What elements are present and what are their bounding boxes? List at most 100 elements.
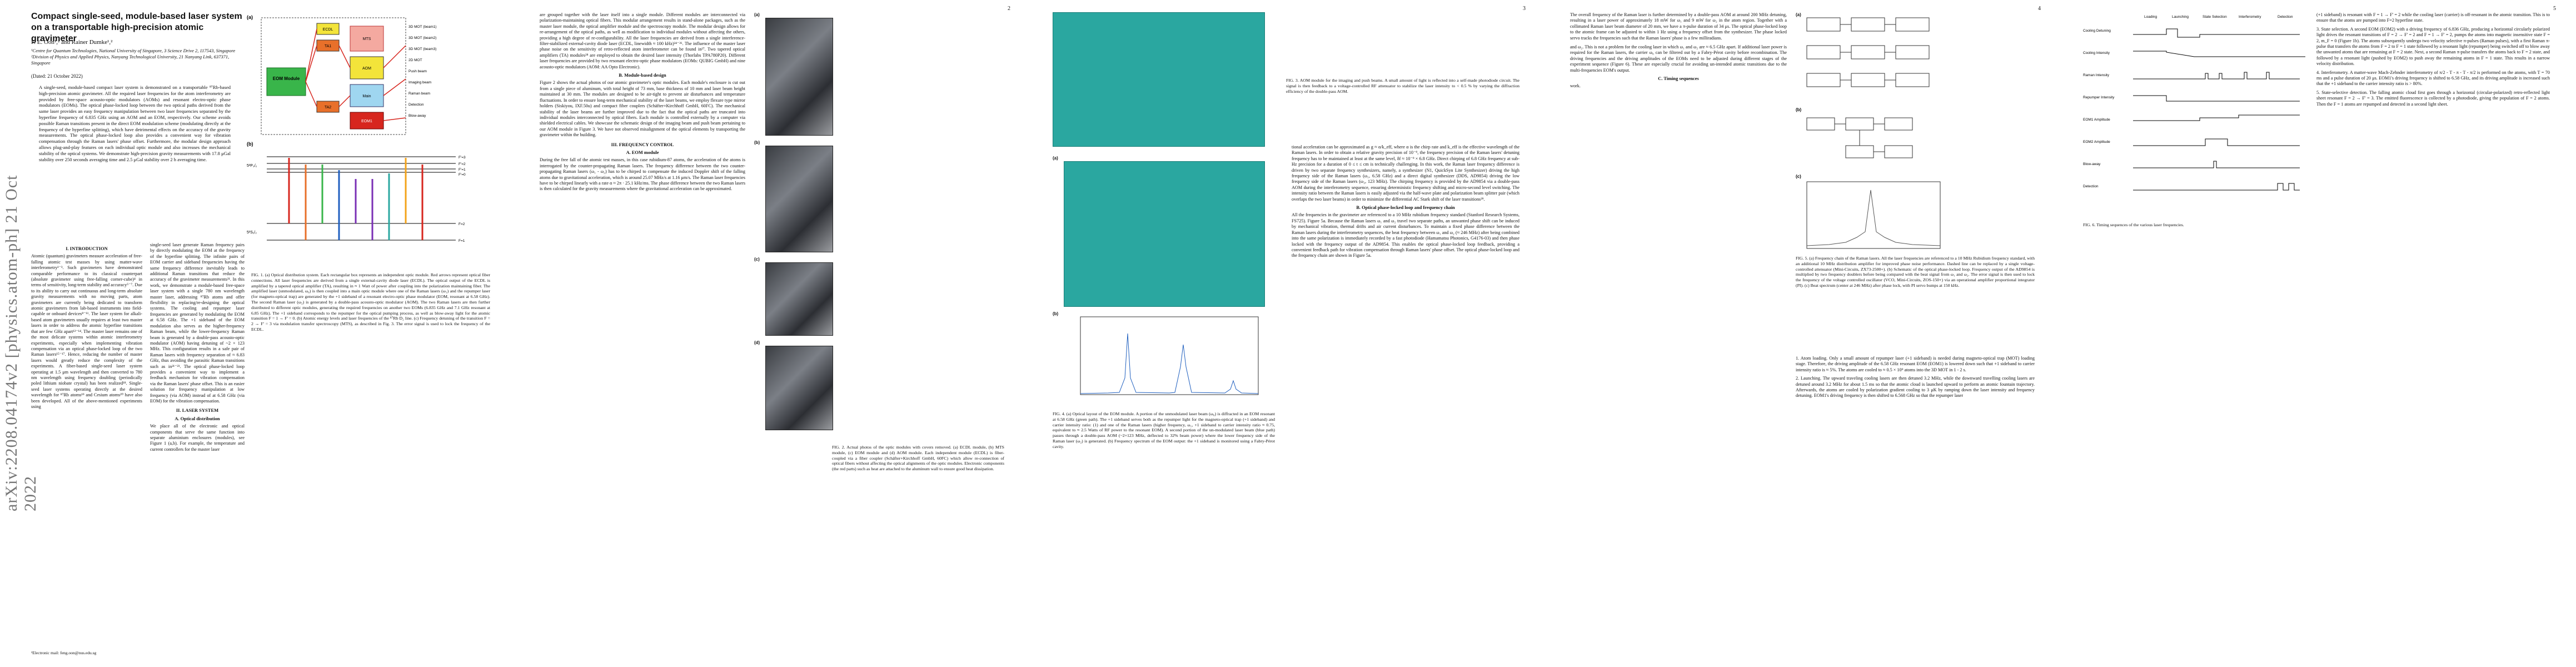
page-2: 2 are grouped together with the laser it… [515, 0, 1030, 667]
fig5c-label: (c) [1796, 174, 1801, 179]
page4-column-1: The overall frequency of the Raman laser… [1570, 12, 1787, 651]
out-2dmot: 2D MOT [408, 58, 422, 62]
figure-1-caption: FIG. 1. (a) Optical distribution system.… [251, 272, 490, 332]
aom-label: AOM [362, 67, 371, 71]
laser-heading: II. LASER SYSTEM [176, 407, 219, 414]
page-5: 5 Loading Launching State Selection Inte… [2061, 0, 2576, 667]
timing-launching: 2. Launching. The upward traveling cooli… [1796, 376, 2035, 399]
abstract: A single-seed, module-based compact lase… [39, 84, 231, 162]
figure-6: Loading Launching State Selection Interf… [2083, 12, 2305, 218]
fig2c-label: (c) [754, 257, 760, 262]
optical-dist-heading: A. Optical distribution [175, 416, 220, 421]
ta1-label: TA1 [325, 44, 331, 48]
figure-5-caption: FIG. 5. (a) Frequency chain of the Raman… [1796, 256, 2035, 288]
level-f3p: F'=3 [459, 156, 466, 160]
module-heading: B. Module-based design [619, 73, 666, 78]
row-detection: Detection [2083, 185, 2099, 188]
page-number-2: 2 [1008, 6, 1010, 12]
timing-diagram: Loading Launching State Selection Interf… [2083, 15, 2305, 191]
fig2a-label: (a) [754, 12, 760, 17]
main-label: Main [362, 94, 371, 98]
mts-block [350, 26, 384, 52]
out-3dmot1: 3D MOT (beam1) [408, 25, 436, 29]
level-f2p: F'=2 [459, 162, 466, 166]
module-intro-paragraph: are grouped together with the laser itse… [540, 12, 745, 69]
level-f1: F=1 [459, 239, 465, 243]
interferometry-paragraph: 4. Interferometry. A matter-wave Mach-Ze… [2316, 69, 2550, 87]
phase-launching: Launching [2172, 15, 2189, 19]
fig1a-frame [261, 17, 406, 135]
figure-1: (a) EOM Module ECDL TA1 TA2 MTS AOM Main… [245, 12, 489, 251]
intro-heading: I. INTRODUCTION [66, 246, 108, 251]
fig3-aom-module-diagram [1053, 12, 1265, 147]
timing-traces [2133, 28, 2305, 191]
ecdl-label: ECDL [323, 28, 333, 32]
eom1-label: EOM1 [361, 120, 372, 123]
fig4b-label: (b) [1053, 311, 1059, 316]
eom-module-block [266, 67, 306, 96]
fig5b-label: (b) [1796, 107, 1802, 112]
detection-paragraph: 5. State-selective detection. The fallin… [2316, 89, 2550, 107]
level-5p: 5²P₃/₂ [247, 164, 257, 168]
timing-heading: C. Timing sequences [1658, 76, 1699, 82]
row-eom2: EOM2 Amplitude [2083, 140, 2110, 144]
phase-interferometry: Interferometry [2239, 15, 2261, 19]
eom-filter-paragraph: and ω₂. This is not a problem for the co… [1570, 44, 1787, 73]
row-raman-intensity: Raman Intensity [2083, 73, 2110, 77]
pll-paragraph: All the frequencies in the gravimeter ar… [1292, 212, 1519, 258]
eom-paragraph: During the free fall of the atomic test … [540, 157, 745, 192]
page1-column-1: I. INTRODUCTION Atomic (quantum) gravime… [31, 242, 142, 654]
timing-row-labels: Cooling Detuning Cooling Intensity Raman… [2083, 29, 2115, 188]
out-detection: Detection [408, 103, 424, 107]
fig4b-plot [1080, 316, 1259, 395]
figure-5: (a) (b) (c) [1796, 12, 1951, 301]
paper-authors: F. E. Oon¹,² and Rainer Dumke¹,² [31, 39, 113, 46]
chirp-paragraph: tional acceleration can be approximated … [1292, 145, 1519, 202]
fig4-eom-module-diagram [1064, 161, 1265, 307]
paper-affiliations: ¹Centre for Quantum Technologies, Nation… [31, 48, 248, 66]
footnote: ²Electronic mail: feng.oon@nus.edu.sg [31, 650, 97, 655]
paper-title: Compact single-seed, module-based laser … [31, 12, 242, 43]
phase-selection: State Selection [2203, 15, 2227, 19]
phase-loading: Loading [2144, 15, 2158, 19]
page5-column-2: (+1 sideband) is resonant with F = 1 → F… [2316, 12, 2550, 651]
repumper-paragraph: (+1 sideband) is resonant with F = 1 → F… [2316, 12, 2550, 23]
eom1-block [350, 112, 384, 130]
page4-column-2: 1. Atom loading. Only a small amount of … [1796, 356, 2035, 650]
page-number-4: 4 [2038, 6, 2041, 12]
eom-heading: A. EOM module [626, 150, 659, 155]
paper-date: (Dated: 21 October 2022) [31, 73, 83, 79]
state-selection-paragraph: 3. State selection. A second EOM (EOM2) … [2316, 26, 2550, 67]
frequency-chain-diagram: (b) (c) [1796, 17, 1941, 249]
out-3dmot3: 3D MOT (beam3) [408, 47, 436, 51]
out-blowaway: Blow-away [408, 114, 426, 118]
row-cooling-intensity: Cooling Intensity [2083, 51, 2110, 55]
fig4a-label: (a) [1053, 156, 1058, 161]
row-eom1: EOM1 Amplitude [2083, 118, 2110, 122]
page1-column-2: single-seed laser generate Raman frequen… [150, 242, 245, 654]
timing-phase-labels: Loading Launching State Selection Interf… [2144, 15, 2293, 19]
optical-dist-paragraph: We place all of the electronic and optic… [150, 424, 245, 452]
figure-4-caption: FIG. 4. (a) Optical layout of the EOM mo… [1053, 411, 1275, 449]
fig2b-label: (b) [754, 140, 760, 145]
affiliation-1: ¹Centre for Quantum Technologies, Nation… [31, 48, 236, 53]
fig5a-label: (a) [1796, 12, 1801, 17]
mts-module-photo [765, 146, 833, 252]
fig1b-label: (b) [247, 141, 253, 147]
out-3dmot2: 3D MOT (beam2) [408, 36, 436, 40]
figure-6-caption: FIG. 6. Timing sequences of the various … [2083, 222, 2184, 227]
page-4: 4 The overall frequency of the Raman las… [1546, 0, 2061, 667]
eom-module-label: EOM Module [273, 76, 300, 81]
page-number-3: 3 [1523, 6, 1526, 12]
affiliation-2: ²Division of Physics and Applied Physics… [31, 54, 230, 66]
mts-label: MTS [363, 37, 371, 41]
intro-paragraph: Atomic (quantum) gravimeters measure acc… [31, 253, 142, 409]
level-f0p: F'=0 [459, 173, 466, 177]
figure-1-diagram: (a) EOM Module ECDL TA1 TA2 MTS AOM Main… [247, 14, 466, 243]
pll-heading: B. Optical phase-locked loop and frequen… [1356, 205, 1455, 211]
figure-3-caption: FIG. 3. AOM module for the imaging and p… [1286, 78, 1519, 94]
timing-loading: 1. Atom loading. Only a small amount of … [1796, 356, 2035, 372]
transition-arrows [288, 158, 423, 240]
eom-module-photo [765, 262, 833, 336]
figure-2-caption: FIG. 2. Actual photos of the optic modul… [832, 445, 1004, 472]
